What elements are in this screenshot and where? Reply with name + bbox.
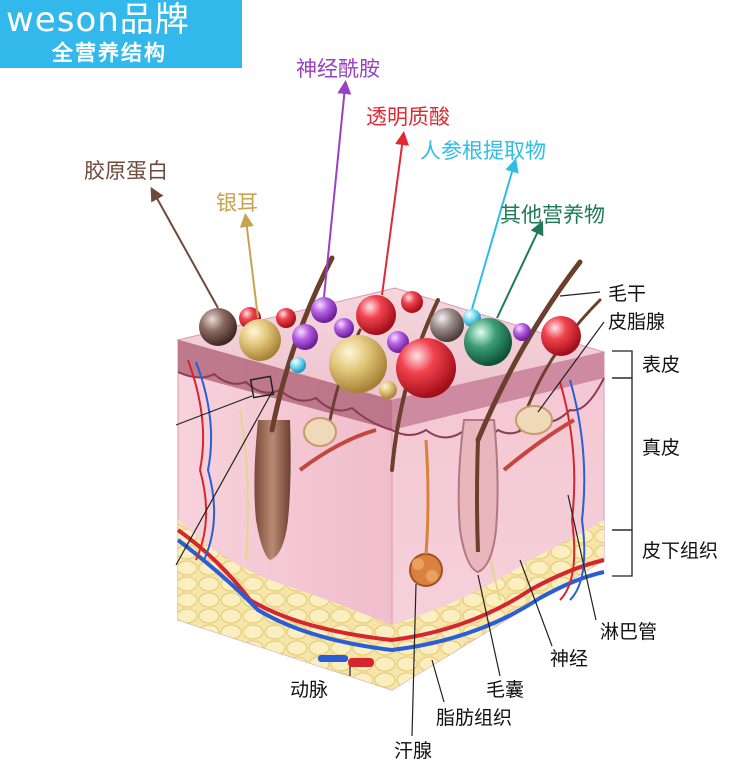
sebaceous-gland-left [303,417,337,447]
label-dermis: 真皮 [642,437,680,459]
sphere-cyan-small [290,357,306,373]
brand-title: weson品牌 [6,0,190,40]
sphere-red-right [541,316,581,356]
sphere-ceramide [311,297,337,323]
fat-right [392,520,604,690]
arrow-tremella [239,213,259,319]
nutrient-spheres [199,291,581,399]
label-tremella: 银耳 [216,191,258,215]
vein-vessel [176,538,605,653]
skin-block [175,255,606,691]
sphere-purple-d [387,331,409,353]
label-sweat-gland: 汗腺 [394,740,432,762]
leader-lymphatic [567,494,597,621]
brand-subtitle: 全营养结构 [52,41,167,65]
arrow-ginseng [471,158,519,310]
label-fat: 脂肪组织 [436,707,512,729]
sphere-collagen [199,308,237,346]
bracket-dermis [612,377,633,531]
structure-leaders [349,291,605,737]
arrow-ceramide [323,80,352,298]
leader-sweat [411,583,417,737]
sphere-purple-e [513,323,531,341]
sphere-gray [430,308,464,342]
nutrient-arrows [150,80,544,319]
brand-banner: weson品牌 全营养结构 [0,0,242,68]
leader-fat [431,659,445,703]
sphere-red-small-b [276,308,296,328]
label-follicle: 毛囊 [486,679,524,701]
label-lymphatic: 淋巴管 [600,621,657,643]
label-collagen: 胶原蛋白 [84,159,168,183]
arrow-other [496,220,544,319]
label-nerve: 神经 [550,648,588,670]
label-artery: 动脉 [290,679,328,701]
leader-follicle [477,574,501,677]
hair-follicle-left [254,420,291,560]
structure-labels: 毛干 皮脂腺 淋巴管 神经 毛囊 脂肪组织 汗腺 动脉 [290,283,665,762]
sphere-purple-b [292,324,318,350]
label-other: 其他营养物 [500,203,605,227]
leader-nerve [519,559,553,647]
sebaceous-gland-right [515,405,553,435]
leader-sebaceous [537,321,605,413]
sphere-gold-small [379,381,397,399]
label-ginseng: 人参根提取物 [420,139,546,163]
arrow-hyaluronic [381,131,410,296]
sphere-red-small-c [401,291,423,313]
sphere-hyaluronic [356,295,396,335]
nutrient-labels: 胶原蛋白 银耳 神经酰胺 透明质酸 人参根提取物 其他营养物 [84,57,605,227]
sphere-tremella [239,319,281,361]
sphere-purple-c [334,318,354,338]
label-hyaluronic: 透明质酸 [366,105,450,129]
label-epidermis: 表皮 [642,354,680,376]
sphere-red-large [396,338,456,398]
fat-left [178,520,392,690]
label-subcutaneous: 皮下组织 [642,540,718,562]
label-ceramide: 神经酰胺 [296,57,380,81]
bracket-epidermis [612,350,633,379]
sweat-gland-coil [409,553,443,587]
sphere-other [464,318,512,366]
label-hair-shaft: 毛干 [608,283,646,305]
leader-hair-shaft [559,291,601,297]
artery-vessel [176,528,605,643]
sphere-gold-large [329,335,387,393]
layer-brackets [612,350,633,577]
bracket-subcutaneous [612,529,633,577]
arrow-collagen [150,186,219,309]
label-sebaceous-gland: 皮脂腺 [608,311,665,333]
